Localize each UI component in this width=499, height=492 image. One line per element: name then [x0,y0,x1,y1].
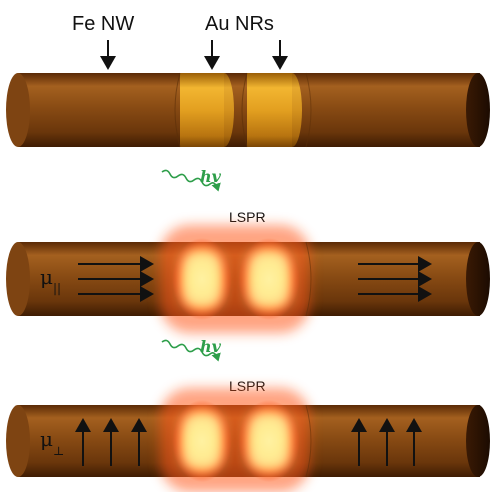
segment-seam-3 [305,241,312,317]
photon-energy-label-1: hv [200,167,222,186]
wire-left-cap [6,242,30,316]
lspr-label-1: LSPR [229,209,266,225]
segment-seam-2 [241,72,248,148]
parallel-moment-arrows-left [78,256,154,302]
perpendicular-moment-arrows-right [351,418,422,466]
segment-seam-1 [174,72,181,148]
wire-right-cap [466,242,490,316]
wire-left-cap [6,73,30,147]
wire-right-cap [466,405,490,477]
photon-wave-2 [161,339,221,362]
wire-left-cap [6,405,30,477]
segment-seam-3 [305,72,312,148]
parallel-moment-arrows-right [358,256,432,302]
au-nanorod-2-core [248,412,290,470]
au-nrs-label: Au NRs [205,13,274,35]
photon-incoming-2: hv [161,337,222,362]
mu-perpendicular-subscript: ⊥ [53,444,64,458]
nanowire-bottom [6,388,490,492]
segment-seam-3 [305,404,312,478]
perpendicular-moment-arrows-left [75,418,147,466]
au-nanorod-2-edge [282,73,302,147]
wire-right-cap [466,73,490,147]
photon-incoming-1: hv [161,167,222,192]
au-nanorod-1-edge [214,73,234,147]
fe-nw-label: Fe NW [72,13,134,35]
photon-wave-1 [161,169,221,192]
mu-parallel-symbol: μ [40,265,53,289]
au-nanorod-1-core [182,412,222,470]
au-nanorod-1-core [182,250,222,308]
mu-perpendicular-symbol: μ [40,427,53,451]
au-nanorod-2-core [248,250,290,308]
nanowire-top [6,72,490,148]
photon-energy-label-2: hv [200,337,222,356]
mu-parallel-subscript: || [53,281,61,295]
